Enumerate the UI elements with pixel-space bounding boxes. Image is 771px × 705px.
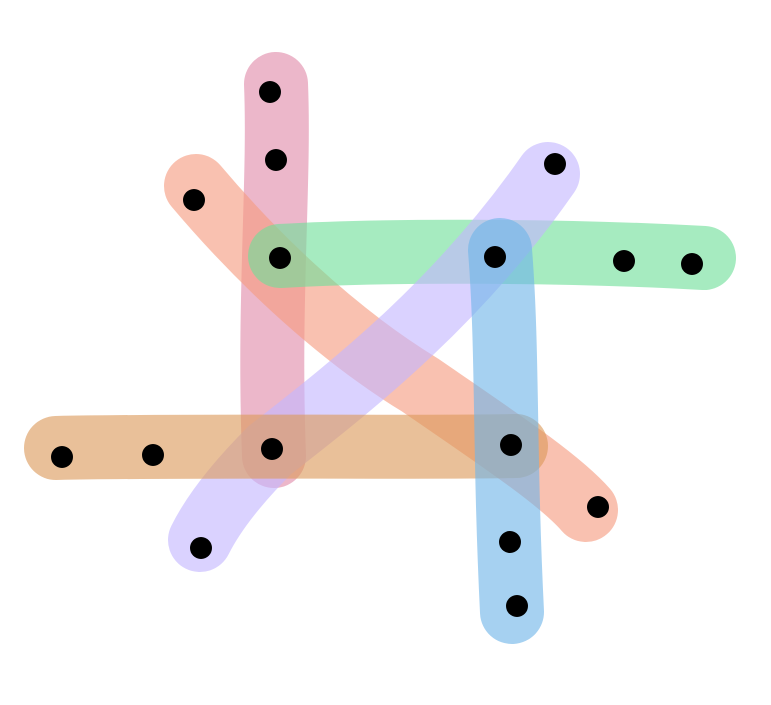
vertex-v8 — [681, 253, 703, 275]
vertex-v1 — [259, 81, 281, 103]
vertex-v14 — [506, 595, 528, 617]
vertex-v11 — [500, 434, 522, 456]
vertex-v12 — [499, 531, 521, 553]
vertex-v5 — [544, 153, 566, 175]
vertex-v6 — [484, 246, 506, 268]
hyperedge-orange — [24, 414, 548, 480]
vertex-v15 — [190, 537, 212, 559]
vertex-v16 — [587, 496, 609, 518]
hyperedge-blue — [468, 218, 544, 644]
vertex-v7 — [613, 250, 635, 272]
vertex-v10 — [142, 444, 164, 466]
vertex-v9 — [51, 446, 73, 468]
vertex-v3 — [183, 189, 205, 211]
vertex-v4 — [269, 247, 291, 269]
vertex-v13 — [261, 438, 283, 460]
vertex-v2 — [265, 149, 287, 171]
hyperedge-salmon — [164, 154, 618, 542]
